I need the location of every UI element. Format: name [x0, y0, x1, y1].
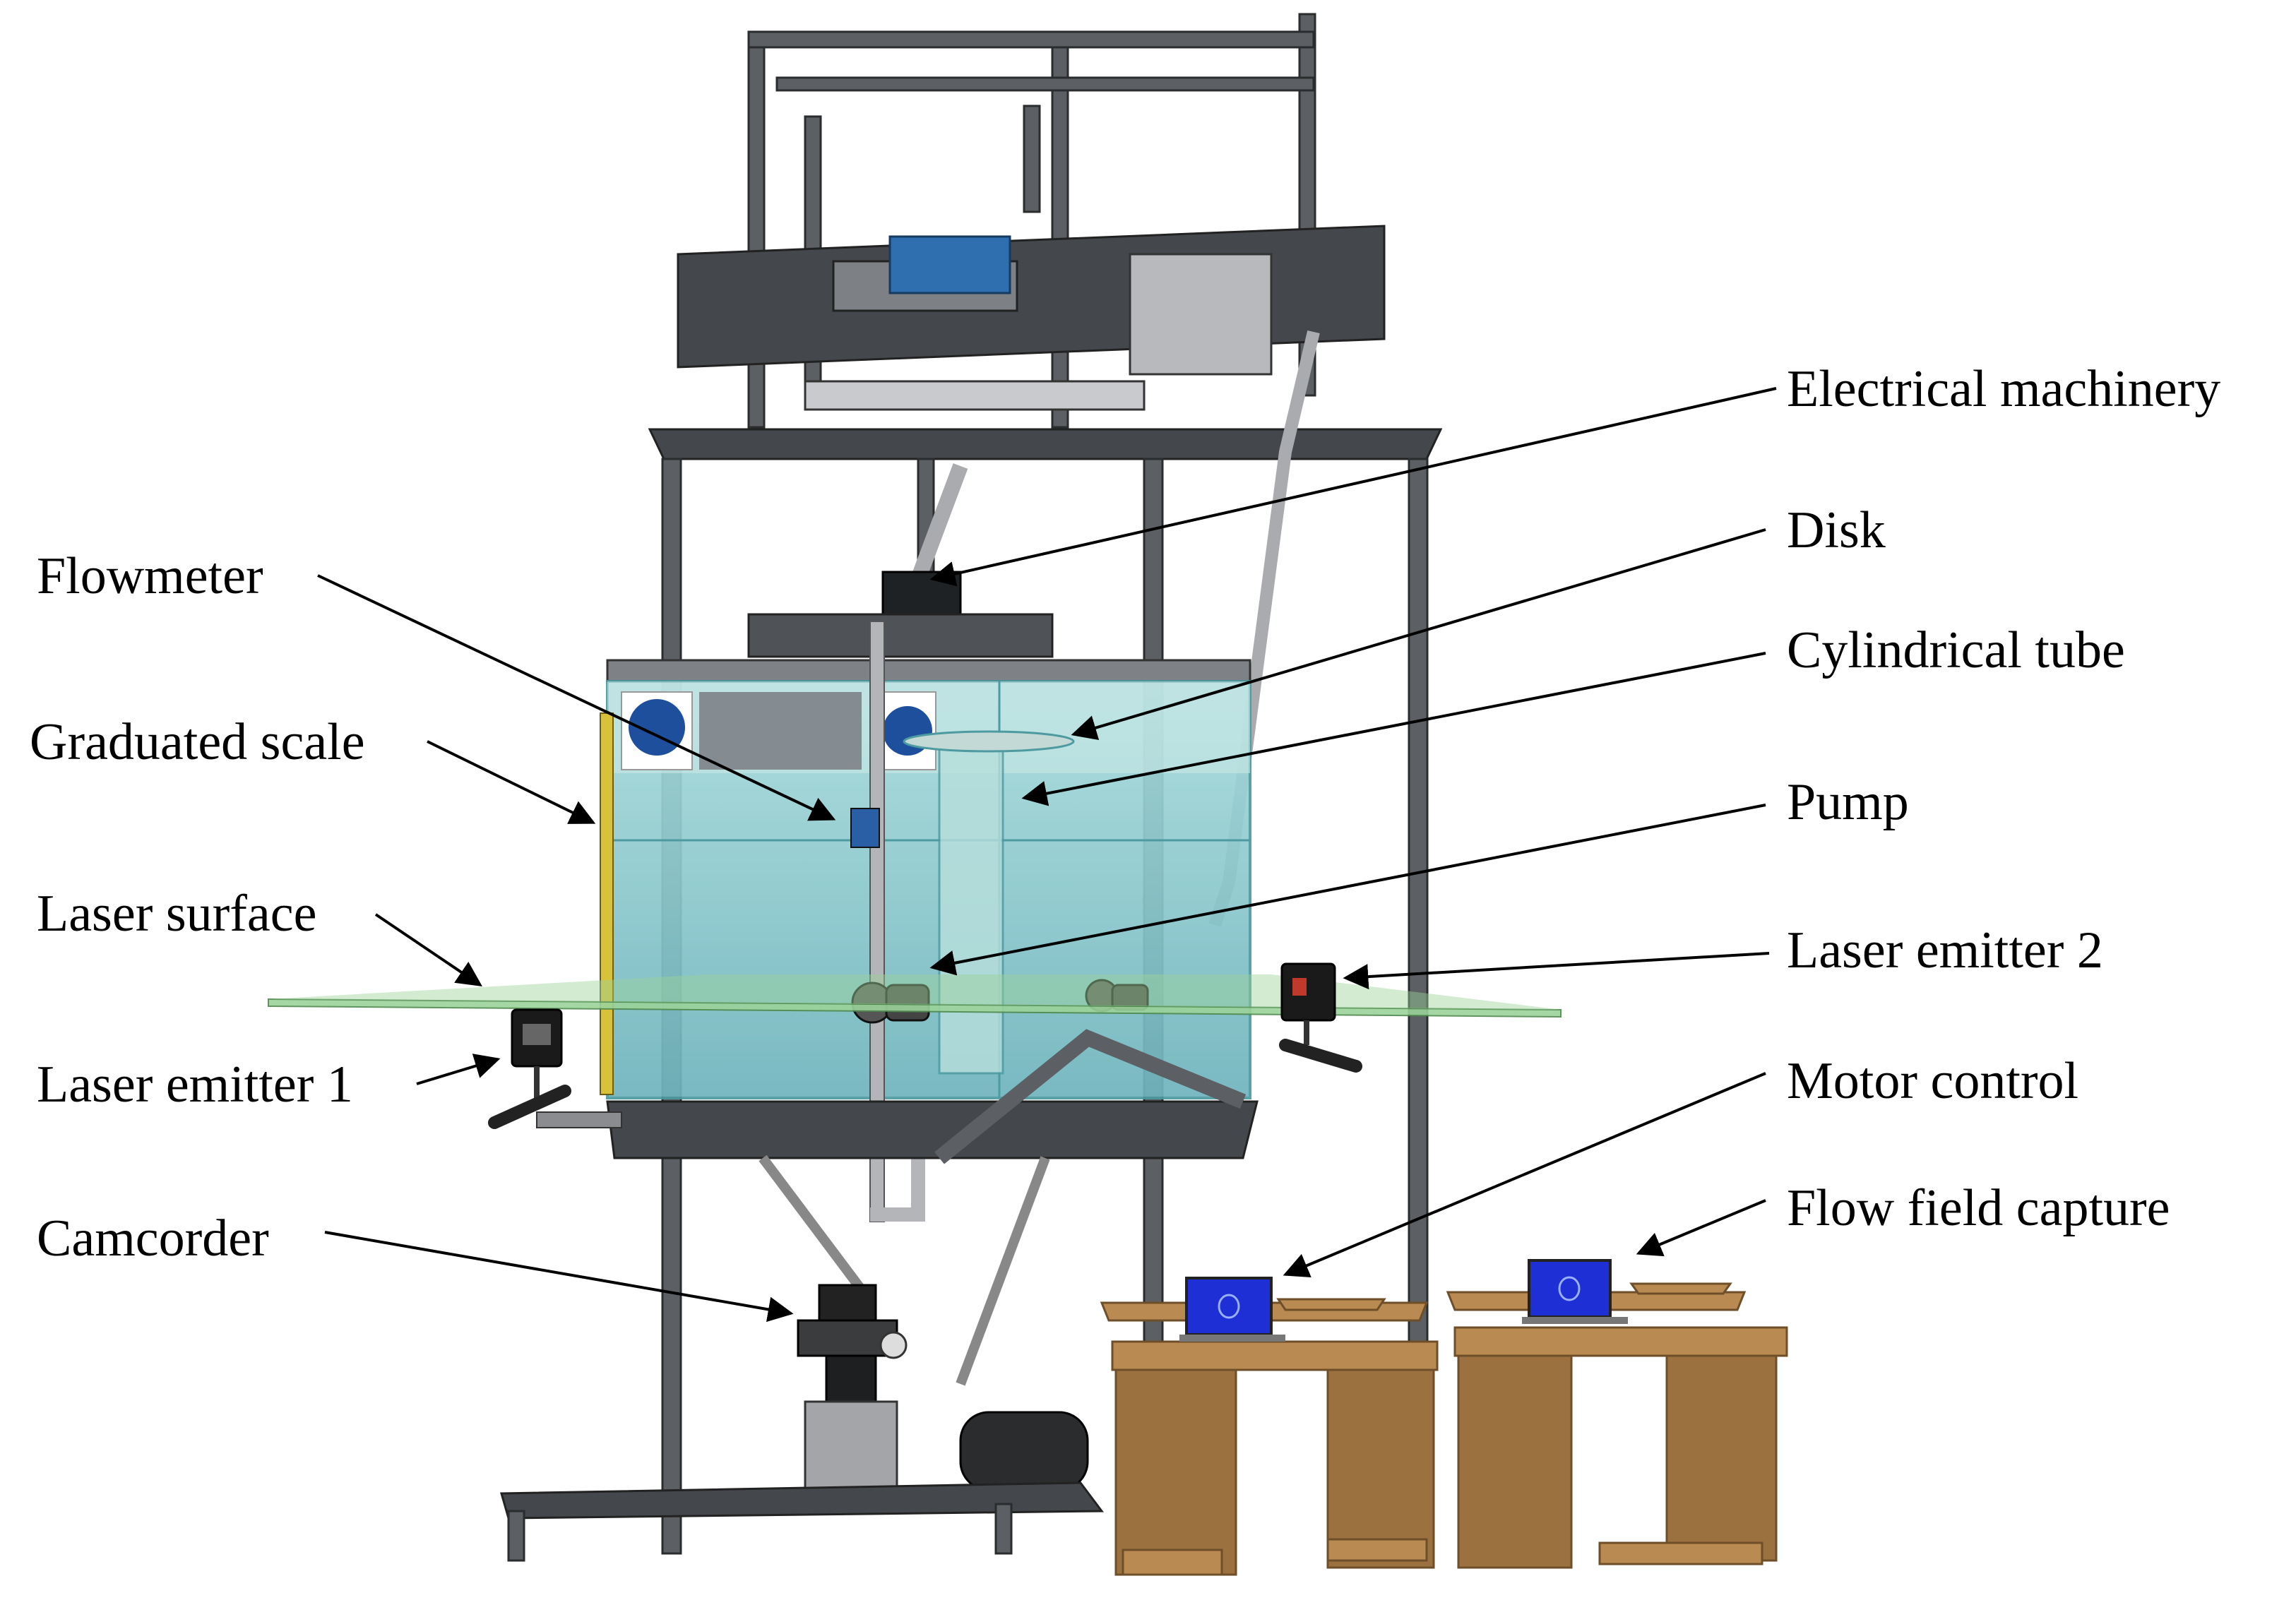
pump — [851, 979, 1149, 1024]
disk — [903, 730, 1075, 753]
label-camcorder: Camcorder — [37, 1210, 269, 1267]
tank-support — [536, 1029, 1259, 1386]
feed-pipe — [910, 463, 968, 582]
arrow-cylindrical-tube — [1021, 652, 1766, 806]
desk-motor-control — [1100, 1277, 1439, 1576]
water-tank — [606, 659, 1251, 1099]
camcorder — [797, 1284, 908, 1407]
laser-emitter-1 — [488, 1008, 571, 1129]
arrow-pump — [929, 804, 1766, 976]
blue-motor — [888, 235, 1011, 294]
arrow-disk — [1071, 528, 1766, 741]
laptop-flow-field-screen — [1528, 1259, 1612, 1318]
annotation-arrows — [317, 387, 1777, 1323]
label-laser-surface: Laser surface — [37, 885, 316, 943]
label-laser-emitter-1: Laser emitter 1 — [37, 1056, 353, 1114]
label-pump: Pump — [1787, 773, 1909, 831]
label-disk: Disk — [1787, 501, 1886, 559]
arrow-camcorder — [324, 1231, 794, 1323]
label-flowmeter: Flowmeter — [37, 547, 263, 605]
cylindrical-tube — [938, 740, 1004, 1075]
laser-plane — [268, 998, 1562, 1018]
label-graduated-scale: Graduated scale — [30, 713, 365, 771]
arrow-flow-field-capture — [1636, 1199, 1766, 1257]
flowmeter — [850, 808, 880, 848]
laptop-motor-control-screen — [1185, 1277, 1273, 1336]
arrow-graduated-scale — [427, 740, 596, 824]
arrow-laser-emitter-1 — [416, 1054, 501, 1085]
arrow-electrical-machinery — [929, 387, 1777, 587]
label-motor-control: Motor control — [1787, 1052, 2078, 1110]
label-laser-emitter-2: Laser emitter 2 — [1787, 921, 2103, 979]
arrow-laser-surface — [374, 913, 482, 987]
base-frame — [500, 1481, 1104, 1562]
upper-platform — [648, 428, 1443, 460]
label-flow-field-capture: Flow field capture — [1787, 1179, 2170, 1237]
arrow-flowmeter — [317, 574, 836, 821]
pump-base-box — [804, 1400, 898, 1502]
arrow-motor-control — [1283, 1072, 1766, 1278]
label-cylindrical-tube: Cylindrical tube — [1787, 621, 2125, 679]
laser-emitter-2 — [1279, 962, 1362, 1073]
motor-cylinder — [959, 1411, 1089, 1491]
labels: Electrical machinery Disk Cylindrical tu… — [30, 360, 2220, 1267]
graduated-scale — [600, 712, 614, 1095]
label-electrical-machinery: Electrical machinery — [1787, 360, 2220, 418]
arrow-laser-emitter-2 — [1343, 952, 1770, 990]
motor-housing — [677, 225, 1386, 411]
desk-flow-field-capture — [1446, 1259, 1788, 1569]
